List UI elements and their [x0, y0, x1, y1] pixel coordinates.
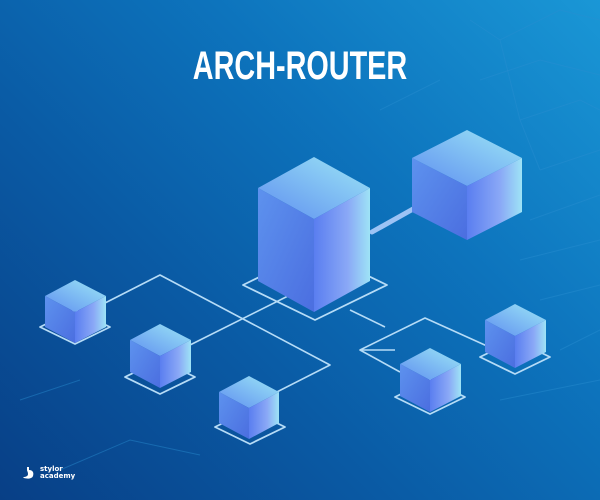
main-router-cube [258, 157, 370, 312]
node-left-1-cube [45, 280, 106, 343]
brand-logo: stylor academy [22, 466, 75, 480]
node-right-1-cube [400, 348, 461, 412]
connector-lines [104, 274, 488, 399]
remote-server-cube [412, 130, 522, 240]
page-title: ARCH-ROUTER [192, 44, 408, 88]
stomach-icon [23, 467, 34, 479]
logo-line-1: stylor [40, 465, 63, 473]
node-left-2-cube [130, 324, 191, 388]
node-right-2-cube [485, 304, 546, 368]
circuit-traces [19, 9, 600, 471]
node-left-3-cube [219, 376, 279, 439]
logo-line-2: academy [40, 472, 76, 480]
